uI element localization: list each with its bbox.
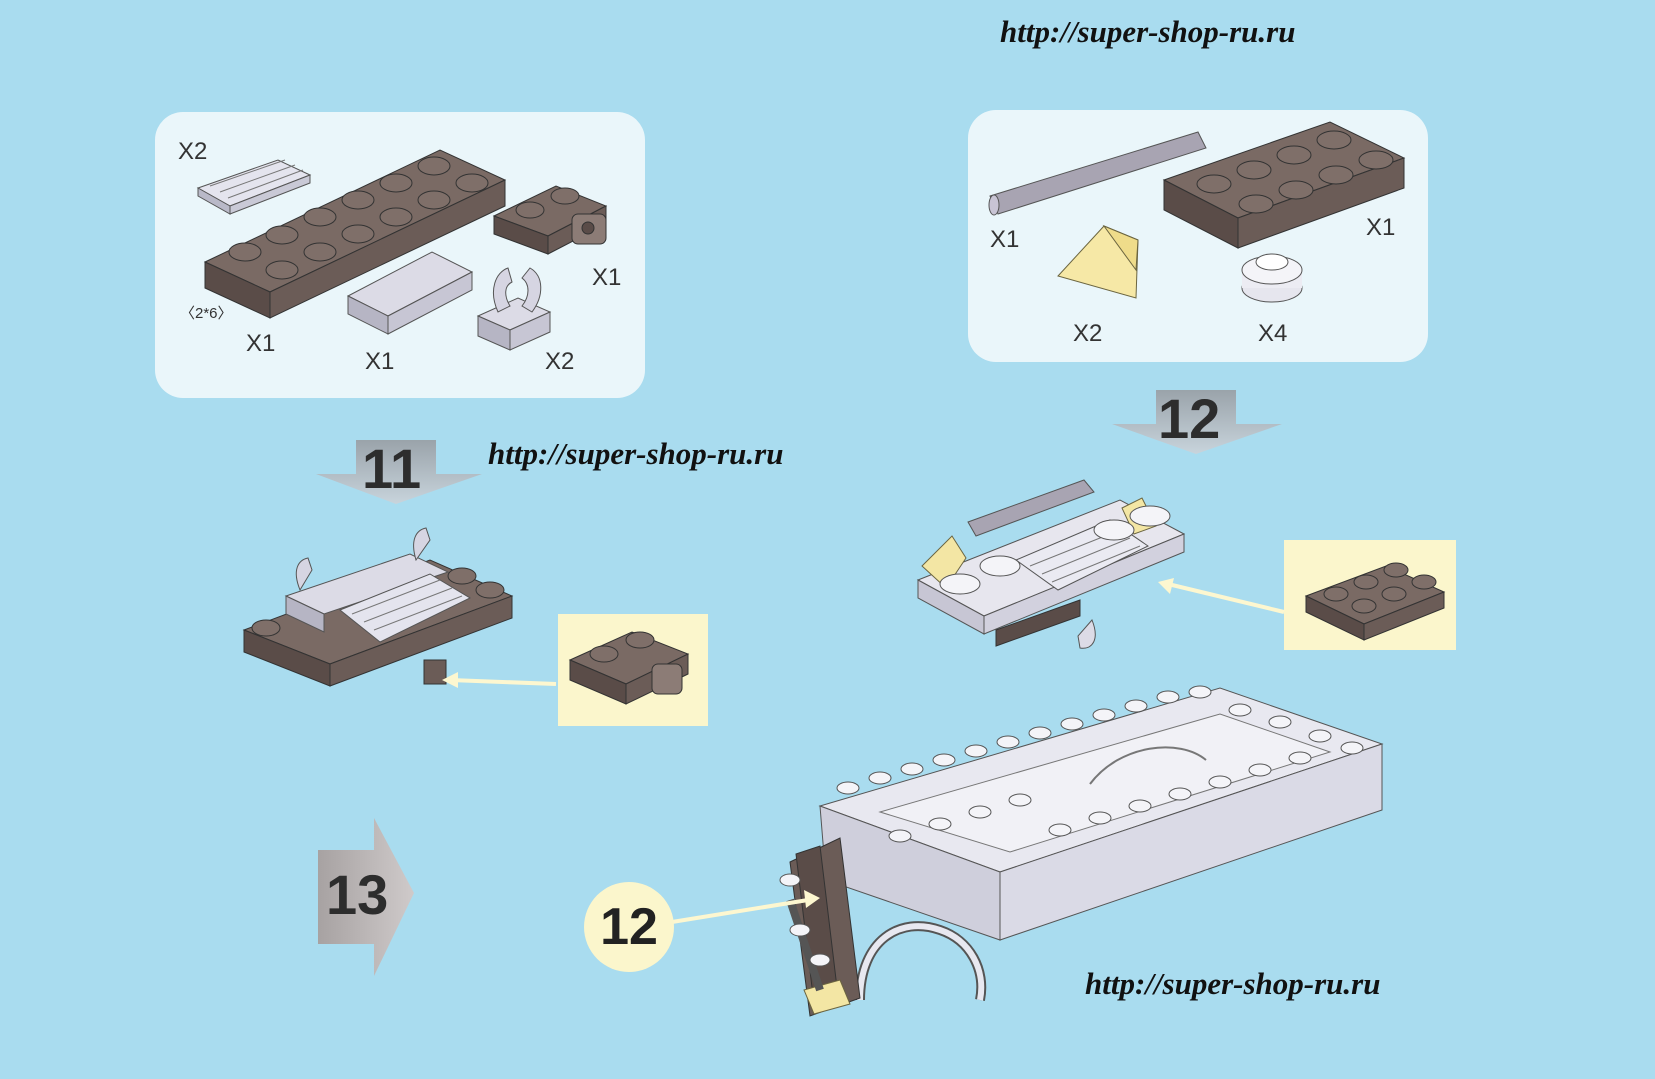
step-12-arrow	[1112, 390, 1282, 454]
arrow-callout-13	[671, 890, 820, 924]
qty-round-plate: X4	[1258, 320, 1288, 347]
step-number-12: 12	[1158, 387, 1221, 450]
qty-bar: X1	[990, 226, 1020, 253]
part-round-plate	[1241, 253, 1303, 303]
assembly-step-11	[242, 527, 514, 687]
part-bar	[988, 131, 1207, 216]
assembly-step-12	[916, 479, 1186, 649]
qty-slope: X2	[1073, 320, 1103, 347]
qty-plate-2x4: X1	[1366, 214, 1396, 241]
step-13-arrow	[318, 818, 414, 976]
callout-12-part	[1304, 562, 1446, 641]
part-plate-with-clip	[492, 185, 608, 255]
part-clip	[476, 267, 552, 351]
callout-number-12: 12	[584, 882, 674, 972]
assembly-step-13-car-body	[779, 685, 1384, 1017]
callout-11-part	[568, 631, 690, 705]
part-plate-2x4	[1162, 121, 1406, 249]
qty-flat-tile: X1	[365, 348, 395, 375]
part-slope-yellow	[1057, 224, 1139, 299]
qty-grille-tile: X2	[178, 138, 208, 165]
step-11-arrow	[316, 440, 482, 504]
qty-clip: X2	[545, 348, 575, 375]
arrow-callout-12	[1158, 578, 1285, 614]
qty-plate-with-clip: X1	[592, 264, 622, 291]
step-number-13: 13	[326, 863, 389, 926]
size-label-2x6: 〈2*6〉	[180, 305, 233, 322]
watermark-url-middle[interactable]: http://super-shop-ru.ru	[488, 436, 784, 471]
step-number-11: 11	[362, 437, 422, 500]
watermark-url-bottom[interactable]: http://super-shop-ru.ru	[1085, 966, 1381, 1001]
watermark-url-top[interactable]: http://super-shop-ru.ru	[1000, 14, 1296, 49]
arrow-callout-11	[442, 672, 557, 688]
part-plate-2x6	[203, 149, 507, 319]
part-grille-tile	[196, 159, 312, 215]
part-flat-tile	[346, 251, 474, 335]
qty-plate-2x6: X1	[246, 330, 276, 357]
